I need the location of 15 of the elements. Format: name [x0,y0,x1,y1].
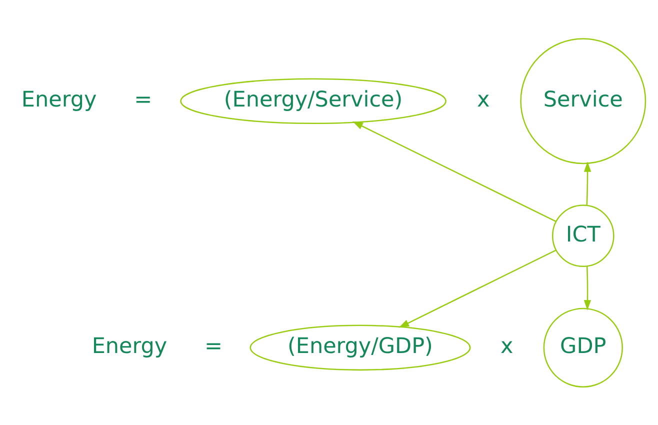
node-circle: Service [520,38,646,164]
node-ellipse: (Energy/GDP) [250,324,471,370]
label: = [134,87,152,112]
label: x [477,87,490,112]
arrow [584,161,592,206]
label: x [500,334,514,359]
node-circle: ICT [552,204,614,266]
arrow [398,248,557,328]
arrow [584,266,592,310]
label: Energy [21,87,97,112]
label: = [204,334,223,359]
arrow [352,120,556,222]
label: Energy [92,334,168,359]
node-circle: GDP [543,307,623,388]
node-ellipse: (Energy/Service) [180,78,446,124]
